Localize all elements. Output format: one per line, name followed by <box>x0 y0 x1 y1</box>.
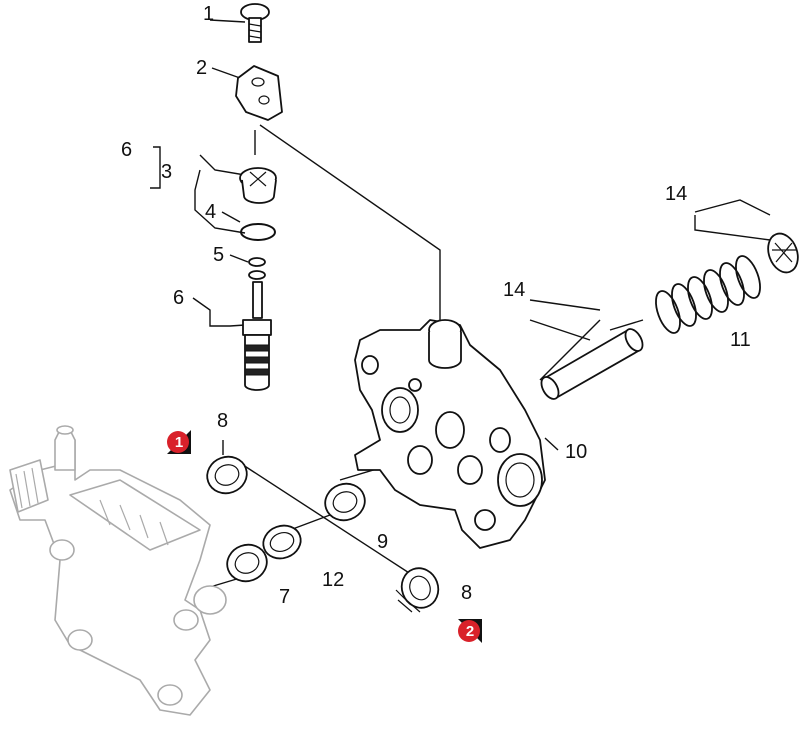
label-part-4: 4 <box>205 201 217 223</box>
part-3-valve <box>239 167 277 204</box>
badge-2-number: 2 <box>465 622 475 640</box>
label-part-3: 3 <box>161 161 173 183</box>
label-part-14-upper: 14 <box>665 183 688 205</box>
callout-badge-1: 1 <box>165 428 193 456</box>
label-part-11: 11 <box>730 329 751 351</box>
ghost-crankcase <box>9 425 227 716</box>
part-7-seal <box>226 543 268 583</box>
part-8-seal <box>206 455 248 495</box>
badge-1-shape <box>167 430 191 454</box>
part-10-pump-head <box>354 319 546 549</box>
badge-2-shape <box>458 619 482 643</box>
part-5-rings <box>248 257 266 280</box>
part-14-piston <box>540 328 644 400</box>
part-6-valve-body <box>242 281 272 391</box>
part-2-plate <box>235 65 283 121</box>
label-part-14-lower: 14 <box>503 279 526 301</box>
label-part-8-lower: 8 <box>461 582 473 604</box>
part-14-clip <box>767 232 799 274</box>
label-part-8-upper: 8 <box>217 410 229 432</box>
part-9-seal <box>324 482 366 522</box>
callout-badge-2: 2 <box>456 617 484 645</box>
label-part-9: 9 <box>377 531 389 553</box>
label-part-5: 5 <box>213 244 225 266</box>
label-part-6-lower: 6 <box>173 287 185 309</box>
part-1-screw <box>240 3 270 43</box>
label-part-7: 7 <box>279 586 291 608</box>
label-part-2: 2 <box>196 57 208 79</box>
part-12-washer <box>262 524 302 560</box>
part-11-spring <box>655 255 761 334</box>
part-8-clip-ring <box>395 567 440 613</box>
label-part-1: 1 <box>203 3 215 25</box>
label-part-6-upper: 6 <box>121 139 133 161</box>
badge-1-number: 1 <box>174 433 184 451</box>
label-part-10: 10 <box>565 441 588 463</box>
label-part-12: 12 <box>322 569 345 591</box>
part-4-o-ring <box>240 223 276 241</box>
